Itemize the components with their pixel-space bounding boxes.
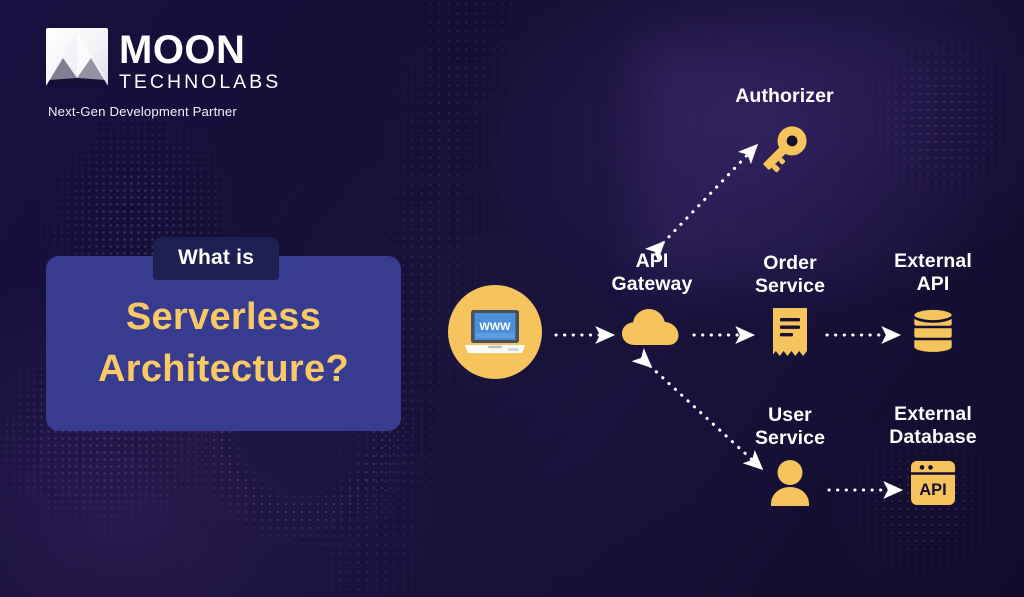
api-window-text: API xyxy=(919,481,947,499)
node-order-service-label-line1: Order xyxy=(763,252,817,274)
node-client[interactable]: WWW xyxy=(448,285,542,379)
node-user-service-label-line2: Service xyxy=(754,426,826,449)
logo-name-secondary: TECHNOLABS xyxy=(119,71,282,94)
logo-name-primary: MOON xyxy=(119,28,246,72)
laptop-screen-text: WWW xyxy=(479,321,511,333)
client-circle: WWW xyxy=(448,285,542,379)
node-authorizer-icon-wrap xyxy=(722,121,847,175)
user-icon xyxy=(771,459,809,506)
laptop-www-icon: WWW xyxy=(465,310,525,353)
title-card: Serverless Architecture? xyxy=(46,256,401,431)
mountain-logo-icon xyxy=(46,28,108,86)
node-api-gateway-label-line1: API xyxy=(635,250,669,272)
node-external-database-label-line2: Database xyxy=(889,425,977,448)
node-api-gateway-icon-wrap xyxy=(589,307,715,347)
node-authorizer[interactable]: Authorizer xyxy=(722,85,847,175)
node-user-service[interactable]: User Service xyxy=(737,404,843,507)
node-order-service-icon-wrap xyxy=(735,307,845,357)
node-order-service[interactable]: Order Service xyxy=(735,252,845,357)
database-icon xyxy=(911,306,955,354)
cloud-icon xyxy=(622,308,679,345)
node-external-api[interactable]: External API xyxy=(872,250,994,354)
brand-logo: MOON TECHNOLABS Next-Gen Development Par… xyxy=(46,28,278,119)
node-authorizer-label: Authorizer xyxy=(735,85,834,107)
key-icon xyxy=(762,126,807,173)
page-title-line2: Architecture? xyxy=(98,348,349,390)
page-title-line1: Serverless xyxy=(125,296,322,339)
logo-tagline: Next-Gen Development Partner xyxy=(48,103,237,119)
node-user-service-label-line1: User xyxy=(768,404,812,426)
node-external-api-label-line2: API xyxy=(916,272,950,295)
api-window-icon: API xyxy=(911,460,955,505)
node-external-api-icon-wrap xyxy=(872,306,994,354)
node-api-gateway-label-line2: Gateway xyxy=(611,272,693,295)
receipt-icon xyxy=(773,307,807,356)
node-external-api-label-line1: External xyxy=(894,250,972,272)
node-external-database[interactable]: External Database API xyxy=(866,403,1000,507)
node-api-gateway[interactable]: API Gateway xyxy=(589,250,715,347)
node-order-service-label-line2: Service xyxy=(754,274,826,297)
node-user-service-icon-wrap xyxy=(737,459,843,507)
node-external-database-label-line1: External xyxy=(894,403,972,425)
title-tab: What is xyxy=(153,237,280,280)
node-external-database-icon-wrap: API xyxy=(866,459,1000,507)
